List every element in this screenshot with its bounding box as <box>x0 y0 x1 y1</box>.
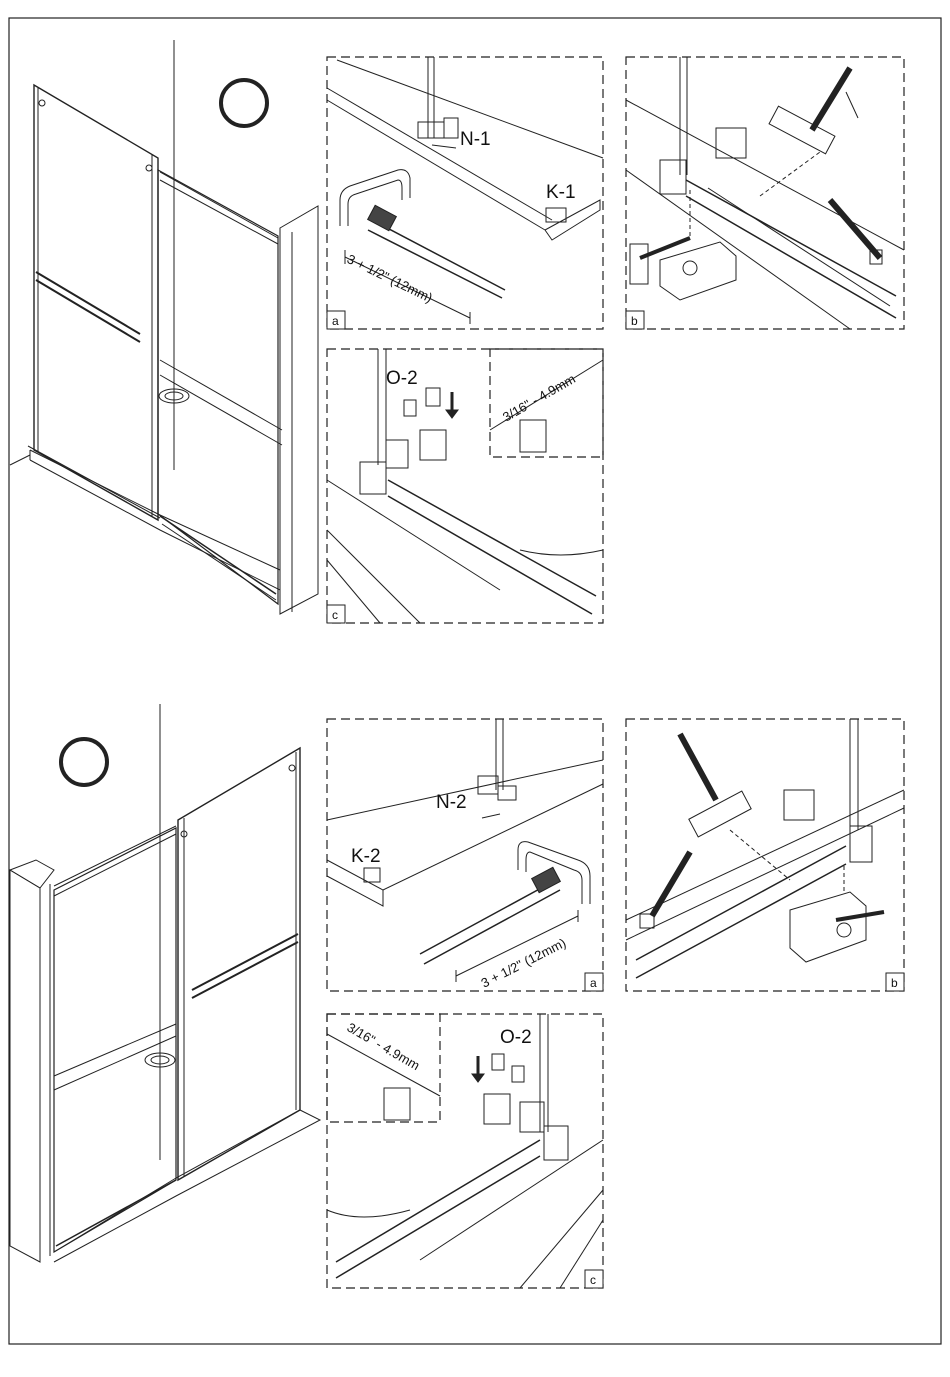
step2-panel-a-tag: a <box>590 976 597 990</box>
step2-label-k: K-2 <box>351 846 381 867</box>
step1-panel-b-tag: b <box>631 314 638 328</box>
step1-panel-a-tag: a <box>332 314 339 328</box>
step1-gap-text: 3/16" - 4.9mm <box>500 371 578 425</box>
step2-panel-b-tag: b <box>891 976 898 990</box>
step1-dimension-text: 3 + 1/2" (12mm) <box>345 251 435 305</box>
step1-label-k: K-1 <box>546 182 576 203</box>
step1-panel-c: O-2 3/16" - 4.9mm c <box>327 349 603 623</box>
step2-panel-c-tag: c <box>590 1273 596 1287</box>
step1-label-o: O-2 <box>386 368 418 389</box>
step2-panel-c: O-2 3/16" - 4.9mm c <box>327 1014 603 1288</box>
step2-label-o: O-2 <box>500 1027 532 1048</box>
step2-overview-drawing <box>10 704 320 1262</box>
step1-panel-a: N-1 K-1 3 + 1/2" (12mm) a <box>327 57 603 329</box>
step2-label-n: N-2 <box>436 792 467 813</box>
step1-panel-b: b <box>626 57 904 329</box>
step2-panel-c-frame <box>327 1014 603 1288</box>
step2-marker-circle <box>61 739 107 785</box>
step1-overview-drawing <box>10 40 318 614</box>
page-border <box>9 18 941 1344</box>
step2-panel-b: b <box>626 719 904 991</box>
step2-panel-a: N-2 K-2 3 + 1/2" (12mm) a <box>327 719 603 991</box>
step1-panel-c-tag: c <box>332 608 338 622</box>
step1-label-n: N-1 <box>460 129 491 150</box>
step1-marker-circle <box>221 80 267 126</box>
